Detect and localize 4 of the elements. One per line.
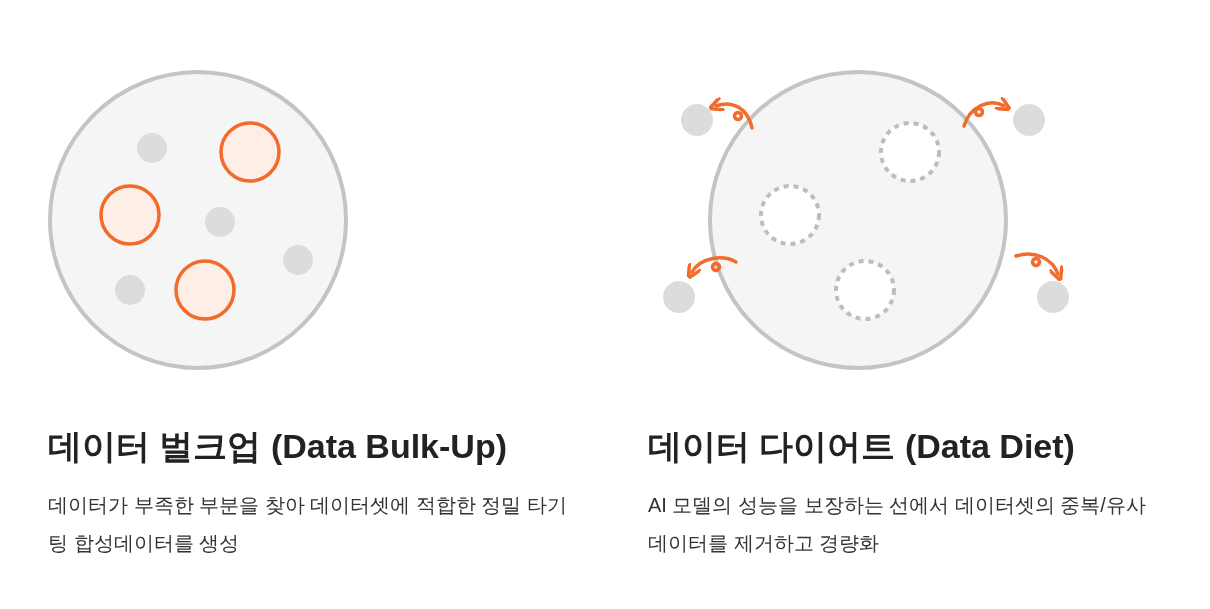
description-text: AI 모델의 성능을 보장하는 선에서 데이터셋의 중복/유사 데이터를 제거하고 경량화 <box>648 493 1147 556</box>
section-heading: 데이터 다이어트 (Data Diet) <box>648 426 1075 467</box>
description-text: 데이터가 부족한 부분을 찾아 데이터셋에 적합한 정밀 타기팅 합성데이터를 생성 <box>48 493 568 556</box>
section-heading: 데이터 벌크업 (Data Bulk-Up) <box>48 426 507 467</box>
